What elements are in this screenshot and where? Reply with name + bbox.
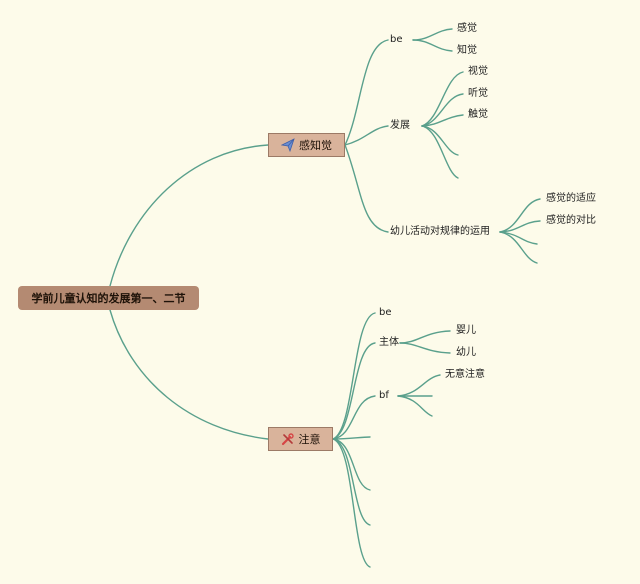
leaf-touch[interactable]: 触觉: [468, 109, 488, 120]
edge-activity-empty2: [499, 231, 538, 264]
edge-attention-bf: [332, 395, 376, 440]
edge-dev-vision: [421, 71, 464, 127]
subtopic-attention-be[interactable]: be: [379, 307, 392, 318]
edge-attention-empty1: [332, 436, 371, 440]
leaf-sensory-contrast[interactable]: 感觉的对比: [546, 215, 596, 226]
edge-root-attention: [109, 309, 269, 440]
paper-plane-icon: [281, 138, 295, 152]
edge-perception-development: [344, 125, 389, 146]
edge-bf-empty2: [397, 395, 433, 417]
leaf-vision[interactable]: 视觉: [468, 66, 488, 77]
topic-attention-label: 注意: [298, 433, 321, 446]
edge-activity-adaptation: [499, 198, 541, 233]
leaf-perception[interactable]: 知觉: [457, 45, 477, 56]
leaf-hearing[interactable]: 听觉: [468, 88, 488, 99]
subtopic-bf[interactable]: bf: [379, 390, 389, 401]
topic-perception-label: 感知觉: [299, 139, 332, 152]
leaf-infant[interactable]: 婴儿: [456, 325, 476, 336]
edge-attention-empty3: [332, 438, 371, 526]
subtopic-development[interactable]: 发展: [390, 120, 410, 131]
leaf-sensation[interactable]: 感觉: [457, 23, 477, 34]
subtopic-perception-be[interactable]: be: [390, 34, 403, 45]
edge-be-perception: [412, 39, 453, 52]
edge-attention-be: [332, 312, 376, 440]
edge-subject-child: [399, 342, 451, 354]
edge-subject-infant: [399, 330, 451, 344]
edge-perception-activity: [344, 144, 389, 233]
edge-attention-empty4: [332, 438, 371, 568]
subtopic-activity-rules[interactable]: 幼儿活动对规律的运用: [390, 226, 490, 237]
root-topic-label: 学前儿童认知的发展第一、二节: [31, 292, 186, 305]
edge-bf-involuntary: [397, 374, 441, 397]
topic-attention[interactable]: 注意: [268, 427, 333, 451]
edge-be-sensation: [412, 28, 453, 41]
topic-perception[interactable]: 感知觉: [268, 133, 345, 157]
subtopic-subject[interactable]: 主体: [379, 337, 399, 348]
leaf-sensory-adaptation[interactable]: 感觉的适应: [546, 193, 596, 204]
edge-perception-be: [344, 39, 389, 146]
edge-dev-hearing: [421, 93, 464, 127]
edge-attention-empty2: [332, 438, 371, 491]
edge-dev-touch: [421, 114, 464, 127]
root-topic[interactable]: 学前儿童认知的发展第一、二节: [18, 286, 199, 310]
tools-icon: [281, 432, 295, 446]
edge-dev-empty1: [421, 125, 459, 156]
leaf-involuntary-attention[interactable]: 无意注意: [445, 369, 485, 380]
edge-root-perception: [109, 144, 269, 287]
edge-activity-contrast: [499, 220, 541, 233]
edge-attention-subject: [332, 342, 376, 440]
leaf-young-child[interactable]: 幼儿: [456, 347, 476, 358]
edge-dev-empty2: [421, 125, 459, 179]
